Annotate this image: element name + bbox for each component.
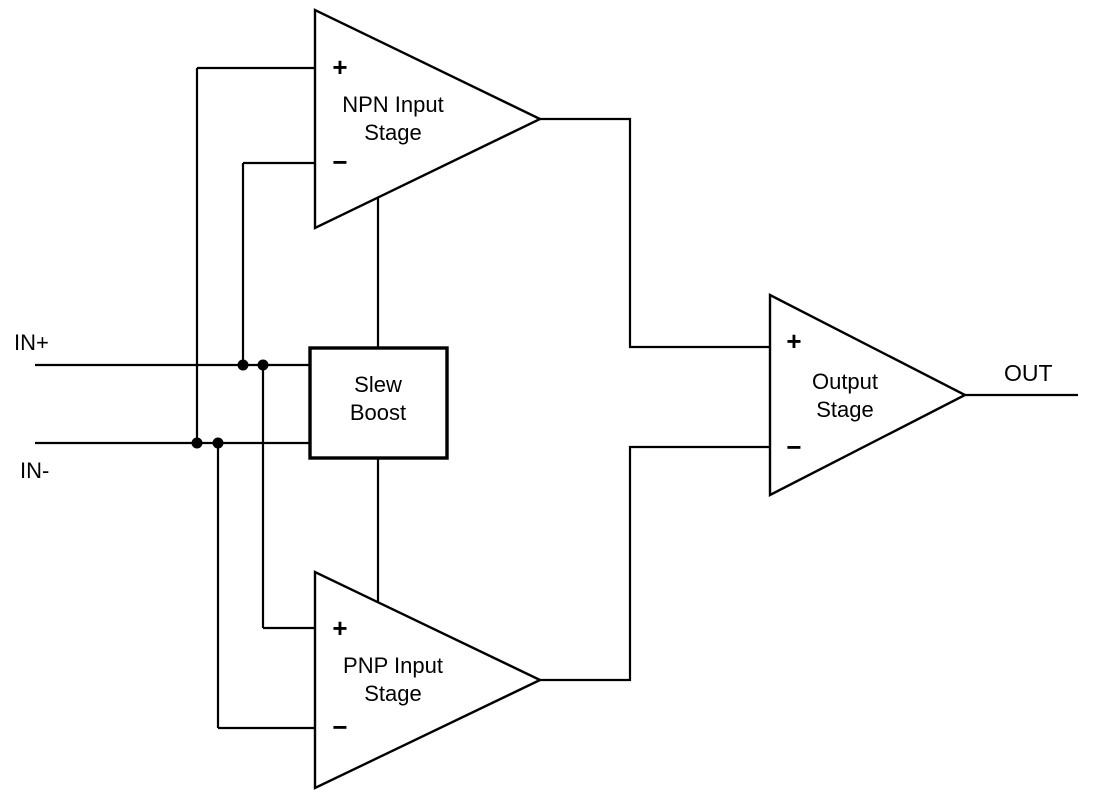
slew-boost-label-line2: Boost [350, 400, 406, 425]
junction-dot-in-plus-npn [237, 359, 249, 371]
junction-dot-in-minus-pnp [212, 437, 224, 449]
label-group: NPN Input Stage + − PNP Input Stage + − … [14, 52, 1053, 742]
npn-input-stage-symbol [313, 8, 543, 230]
npn-input-stage-label-line1: NPN Input [342, 92, 444, 117]
npn-input-stage-label-line2: Stage [364, 120, 422, 145]
junction-group [191, 359, 269, 449]
wire-npn-to-output-stage [540, 117, 770, 349]
slew-boost-label-line1: Slew [354, 372, 402, 397]
output-stage-label-line1: Output [812, 369, 878, 394]
wire-group [35, 66, 1078, 730]
npn-plus-sign: + [332, 52, 347, 82]
out-port-label: OUT [1004, 360, 1053, 386]
output-stage-label-line2: Stage [816, 397, 874, 422]
junction-dot-in-plus-pnp [257, 359, 269, 371]
in-plus-port-label: IN+ [14, 330, 49, 355]
in-minus-port-label: IN- [20, 458, 49, 483]
pnp-input-stage-label-line2: Stage [364, 681, 422, 706]
wire-pnp-to-output-stage [540, 445, 770, 682]
pnp-plus-sign: + [332, 613, 347, 643]
slew-boost-box [308, 346, 449, 460]
pnp-input-stage-label-line1: PNP Input [343, 653, 443, 678]
pnp-minus-sign: − [332, 712, 347, 742]
output-minus-sign: − [786, 432, 801, 462]
output-plus-sign: + [786, 326, 801, 356]
output-stage-symbol [768, 293, 968, 497]
junction-dot-in-minus-npn [191, 437, 203, 449]
npn-minus-sign: − [332, 147, 347, 177]
pnp-input-stage-symbol [313, 570, 543, 790]
